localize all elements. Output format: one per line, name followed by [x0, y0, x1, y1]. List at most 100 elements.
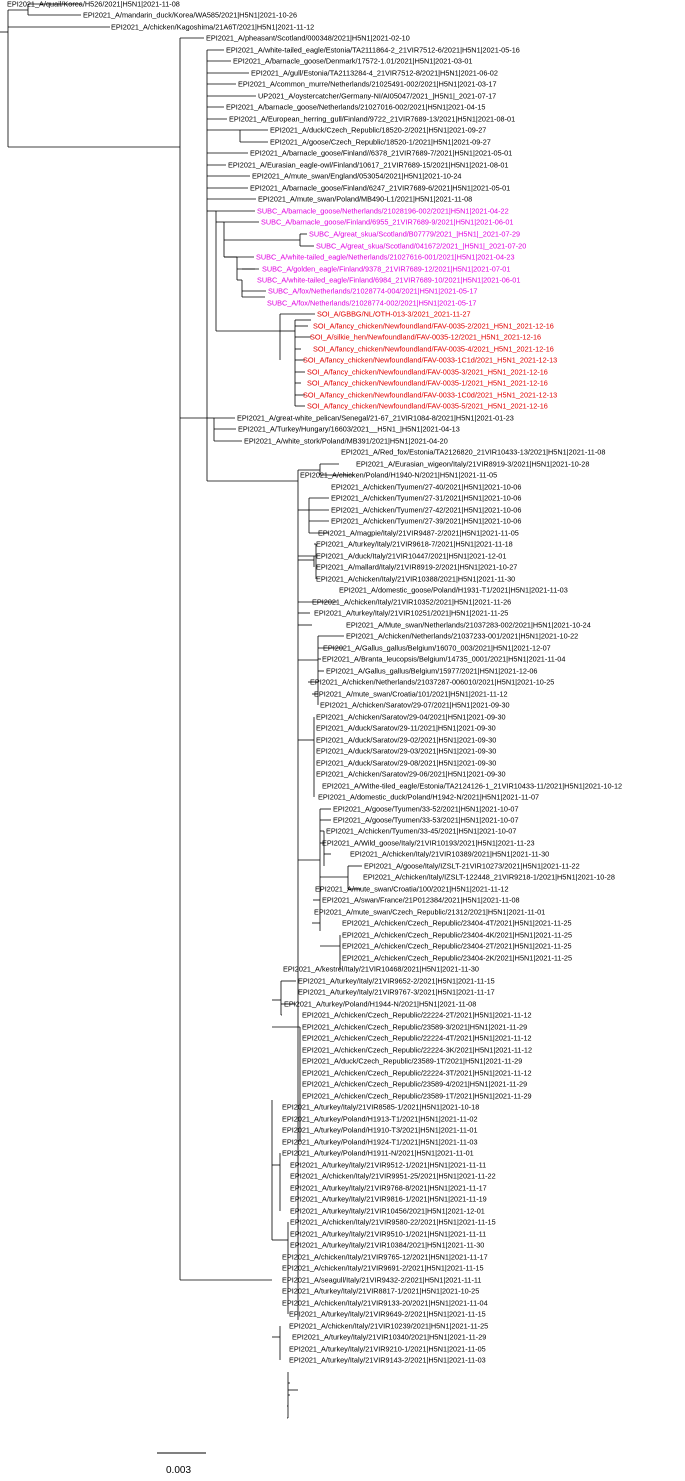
leaf-label: EPI2021_A/turkey/Italy/21VIR9210-1/2021|… [289, 1345, 486, 1354]
leaf-label: EPI2021_A/quail/Korea/H526/2021|H5N1|202… [7, 0, 180, 9]
leaf-label: EPI2021_A/chicken/Czech_Republic/23589-1… [302, 1092, 532, 1101]
leaf-label: EPI2021_A/turkey/Italy/21VIR9510-1/2021|… [290, 1230, 486, 1239]
leaf-label: EPI2021_A/chicken/Czech_Republic/22224-4… [302, 1034, 532, 1043]
leaf-label: EPI2021_A/goose/Czech_Republic/18520-1/2… [270, 138, 491, 147]
leaf-label: EPI2021_A/barnacle_goose/Finland/6247_21… [250, 184, 510, 193]
leaf-label: SUBC_A/white-tailed_eagle/Netherlands/21… [256, 253, 515, 262]
leaf-label: EPI2021_A/chicken/Tyumen/27-39/2021|H5N1… [331, 517, 521, 526]
leaf-label: EPI2021_A/Gallus_gallus/Belgium/16070_00… [323, 644, 551, 653]
leaf-label: EPI2021_A/turkey/Italy/21VIR9768-8/2021|… [290, 1184, 487, 1193]
leaf-label: EPI2021_A/European_herring_gull/Finland/… [229, 115, 515, 124]
leaf-label: EPI2021_A/duck/Saratov/29-11/2021|H5N1|2… [316, 724, 496, 733]
leaf-label: EPI2021_A/magpie/Italy/21VIR9487-2/2021|… [318, 529, 519, 538]
leaf-label: EPI2021_A/chicken/Tyumen/27-40/2021|H5N1… [331, 483, 521, 492]
leaf-label: EPI2021_A/domestic_goose/Poland/H1931-T1… [339, 586, 568, 595]
leaf-label: EPI2021_A/turkey/Poland/H1911-N/2021|H5N… [282, 1149, 474, 1158]
leaf-label: EPI2021_A/turkey/Italy/21VIR10384/2021|H… [290, 1241, 484, 1250]
leaf-label: SOI_A/fancy_chicken/Newfoundland/FAV-003… [313, 322, 554, 331]
leaf-label: EPI2021_A/goose/Tyumen/33-52/2021|H5N1|2… [333, 805, 519, 814]
leaf-label: SUBC_A/fox/Netherlands/21028774-002/2021… [267, 299, 476, 308]
leaf-label: EPI2021_A/chicken/Saratov/29-06/2021|H5N… [316, 770, 506, 779]
leaf-label: EPI2021_A/chicken/Czech_Republic/23404-4… [342, 919, 572, 928]
leaf-label: EPI2021_A/white_stork/Poland/MB391/2021|… [244, 437, 448, 446]
leaf-label: EPI2021_A/chicken/Italy/21VIR10352/2021|… [312, 598, 511, 607]
leaf-label: EPI2021_A/duck/Czech_Republic/23589-1T/2… [302, 1057, 522, 1066]
leaf-label: EPI2021_A/chicken/Tyumen/27-42/2021|H5N1… [331, 506, 521, 515]
leaf-labels: EPI2021_A/quail/Korea/H526/2021|H5N1|202… [7, 0, 622, 1365]
leaf-label: EPI2021_A/turkey/Italy/21VIR8817-1/2021|… [282, 1287, 479, 1296]
leaf-label: EPI2021_A/chicken/Tyumen/33-45/2021|H5N1… [326, 827, 516, 836]
leaf-label: EPI2021_A/Eurasian_wigeon/Italy/21VIR891… [356, 460, 589, 469]
leaf-label: EPI2021_A/mute_swan/Croatia/101/2021|H5N… [314, 690, 508, 699]
leaf-label: EPI2021_A/kestrel/Italy/21VIR10468/2021|… [283, 965, 479, 974]
leaf-label: EPI2021_A/white-tailed_eagle/Estonia/TA2… [226, 46, 520, 55]
leaf-label: EPI2021_A/mute_swan/Czech_Republic/21312… [314, 908, 545, 917]
leaf-label: SOI_A/fancy_chicken/Newfoundland/FAV-003… [303, 356, 557, 365]
leaf-label: SOI_A/silkie_hen/Newfoundland/FAV-0035-1… [310, 333, 541, 342]
leaf-label: SUBC_A/great_skua/Scotland/B07779/2021_|… [309, 230, 520, 239]
leaf-label: SOI_A/fancy_chicken/Newfoundland/FAV-003… [313, 345, 554, 354]
scale-bar-label: 0.003 [166, 1465, 191, 1476]
leaf-label: EPI2021_A/goose/Tyumen/33-53/2021|H5N1|2… [333, 816, 519, 825]
leaf-label: EPI2021_A/Wild_goose/Italy/21VIR10193/20… [322, 839, 535, 848]
leaf-label: EPI2021_A/turkey/Italy/21VIR9143-2/2021|… [289, 1356, 486, 1365]
leaf-label: EPI2021_A/chicken/Saratov/29-04/2021|H5N… [316, 713, 506, 722]
leaf-label: EPI2021_A/barnacle_goose/Denmark/17572-1… [233, 57, 473, 66]
leaf-label: SOI_A/fancy_chicken/Newfoundland/FAV-003… [303, 391, 557, 400]
leaf-label: EPI2021_A/chicken/Poland/H1940-N/2021|H5… [300, 471, 497, 480]
leaf-label: EPI2021_A/chicken/Italy/21VIR9691-2/2021… [282, 1264, 484, 1273]
leaf-label: SUBC_A/barnacle_goose/Netherlands/210281… [257, 207, 509, 216]
leaf-label: EPI2021_A/chicken/Kagoshima/21A6T/2021|H… [111, 23, 314, 32]
leaf-label: EPI2021_A/chicken/Czech_Republic/23404-2… [342, 954, 572, 963]
leaf-label: EPI2021_A/chicken/Italy/IZSLT-122448_21V… [363, 873, 615, 882]
leaf-label: EPI2021_A/barnacle_goose/Netherlands/210… [226, 103, 485, 112]
leaf-label: EPI2021_A/duck/Saratov/29-02/2021|H5N1|2… [316, 736, 496, 745]
leaf-label: EPI2021_A/common_murre/Netherlands/21025… [238, 80, 497, 89]
leaf-label: EPI2021_A/duck/Czech_Republic/18520-2/20… [270, 126, 486, 135]
leaf-label: EPI2021_A/goose/Italy/IZSLT-21VIR10273/2… [364, 862, 580, 871]
leaf-label: EPI2021_A/Eurasian_eagle-owl/Finland/106… [228, 161, 508, 170]
leaf-label: EPI2021_A/turkey/Italy/21VIR9652-2/2021|… [298, 977, 495, 986]
leaf-label: EPI2021_A/chicken/Czech_Republic/23589-4… [302, 1080, 527, 1089]
leaf-label: EPI2021_A/turkey/Italy/21VIR9512-1/2021|… [290, 1161, 486, 1170]
leaf-label: EPI2021_A/chicken/Czech_Republic/22224-2… [302, 1011, 532, 1020]
leaf-label: EPI2021_A/domestic_duck/Poland/H1942-N/2… [318, 793, 539, 802]
leaf-label: SUBC_A/great_skua/Scotland/041672/2021_|… [316, 242, 526, 251]
leaf-label: EPI2021_A/turkey/Italy/21VIR10340/2021|H… [292, 1333, 486, 1342]
leaf-label: EPI2021_A/turkey/Poland/H1913-T1/2021|H5… [282, 1115, 478, 1124]
leaf-label: EPI2021_A/turkey/Italy/21VIR10456/2021|H… [290, 1207, 485, 1216]
leaf-label: EPI2021_A/swan/France/21P012384/2021|H5N… [322, 896, 520, 905]
leaf-label: SOI_A/GBBG/NL/OTH-013-3/2021_2021-11-27 [317, 310, 471, 319]
leaf-label: EPI2021_A/chicken/Italy/21VIR10389/2021|… [350, 850, 549, 859]
leaf-label: EPI2021_A/barnacle_goose/Finland//6378_2… [250, 149, 512, 158]
leaf-label: EPI2021_A/pheasant/Scotland/000348/2021|… [206, 34, 410, 43]
leaf-label: EPI2021_A/mute_swan/Croatia/100/2021|H5N… [315, 885, 509, 894]
leaf-label: EPI2021_A/duck/Italy/21VIR10447/2021|H5N… [316, 552, 506, 561]
leaf-label: EPI2021_A/chicken/Czech_Republic/23404-2… [342, 942, 572, 951]
leaf-label: EPI2021_A/seagull/Italy/21VIR9432-2/2021… [282, 1276, 481, 1285]
leaf-label: EPI2021_A/chicken/Saratov/29-07/2021|H5N… [320, 701, 510, 710]
leaf-label: EPI2021_A/Withe-tiled_eagle/Estonia/TA21… [322, 782, 622, 791]
leaf-label: EPI2021_A/great-white_pelican/Senegal/21… [237, 414, 514, 423]
leaf-label: EPI2021_A/mandarin_duck/Korea/WA585/2021… [83, 11, 297, 20]
leaf-label: EPI2021_A/turkey/Poland/H1924-T1/2021|H5… [282, 1138, 478, 1147]
leaf-label: EPI2021_A/chicken/Italy/21VIR9765-12/202… [282, 1253, 488, 1262]
leaf-label: SUBC_A/white-tailed_eagle/Finland/6984_2… [257, 276, 520, 285]
leaf-label: EPI2021_A/turkey/Poland/H1944-N/2021|H5N… [284, 1000, 476, 1009]
leaf-label: SOI_A/fancy_chicken/Newfoundland/FAV-003… [307, 402, 548, 411]
leaf-label: EPI2021_A/turkey/Italy/21VIR8585-1/2021|… [282, 1103, 479, 1112]
leaf-label: EPI2021_A/chicken/Czech_Republic/22224-3… [302, 1069, 532, 1078]
leaf-label: EPI2021_A/duck/Saratov/29-03/2021|H5N1|2… [316, 747, 496, 756]
leaf-label: EPI2021_A/turkey/Italy/21VIR9767-3/2021|… [298, 988, 495, 997]
leaf-label: EPI2021_A/turkey/Italy/21VIR10251/2021|H… [314, 609, 508, 618]
leaf-label: EPI2021_A/chicken/Italy/21VIR9951-25/202… [290, 1172, 496, 1181]
leaf-label: UP2021_A/oystercatcher/Germany-NI/AI0504… [258, 92, 496, 101]
leaf-label: EPI2021_A/gull/Estonia/TA2113284-4_21VIR… [251, 69, 498, 78]
tree-branches [0, 3, 362, 1419]
leaf-label: SUBC_A/barnacle_goose/Finland/6955_21VIR… [261, 218, 513, 227]
leaf-label: EPI2021_A/chicken/Tyumen/27-31/2021|H5N1… [331, 494, 521, 503]
leaf-label: EPI2021_A/Red_fox/Estonia/TA2126820_21VI… [341, 448, 605, 457]
leaf-label: EPI2021_A/turkey/Italy/21VIR9618-7/2021|… [316, 540, 513, 549]
leaf-label: EPI2021_A/turkey/Poland/H1910-T3/2021|H5… [282, 1126, 478, 1135]
